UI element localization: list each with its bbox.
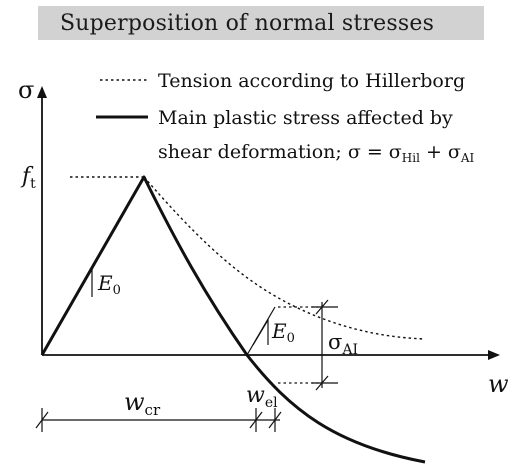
diagram-title: Superposition of normal stresses bbox=[60, 10, 435, 36]
legend-formula-plus: + σ bbox=[420, 141, 461, 163]
y-axis-label: σ bbox=[18, 76, 34, 104]
right-e0-sub: 0 bbox=[287, 331, 295, 346]
wcr-slash-left bbox=[35, 411, 49, 429]
legend-formula-sub-hil: Hil bbox=[402, 151, 420, 165]
title-bar: Superposition of normal stresses bbox=[38, 6, 484, 40]
sigma-ai-main: σ bbox=[328, 330, 342, 354]
right-e0-main: E bbox=[271, 319, 287, 343]
wcr-slash-right bbox=[249, 411, 263, 429]
left-e0-main: E bbox=[97, 271, 113, 295]
main-plastic-curve bbox=[40, 175, 426, 464]
legend-dotted-label: Tension according to Hillerborg bbox=[158, 70, 465, 92]
wcr-sub: cr bbox=[145, 401, 161, 419]
wel-main: w bbox=[246, 383, 265, 408]
left-e0-sub: 0 bbox=[113, 283, 121, 298]
ft-label-sub: t bbox=[30, 176, 36, 192]
left-e0-label: E0 bbox=[97, 271, 121, 298]
sigma-ai-slash-top bbox=[315, 299, 329, 315]
legend-formula-prefix: shear deformation; σ = σ bbox=[158, 141, 402, 163]
x-axis-label: w bbox=[488, 370, 509, 398]
wel-label: wel bbox=[246, 383, 278, 411]
wel-slash-right bbox=[268, 411, 282, 429]
wcr-main: w bbox=[124, 388, 145, 416]
ft-label: ft bbox=[20, 164, 36, 192]
sigma-ai-slash-bottom bbox=[315, 375, 329, 391]
legend-solid-label-line2: shear deformation; σ = σHil + σAI bbox=[158, 141, 475, 165]
sigma-ai-label: σAI bbox=[328, 330, 358, 358]
legend-formula-sub-ai: AI bbox=[460, 151, 475, 165]
sigma-ai-sub: AI bbox=[341, 342, 358, 358]
legend-solid-label-line1: Main plastic stress affected by bbox=[158, 107, 453, 129]
right-e0-label: E0 bbox=[271, 319, 295, 346]
wel-sub: el bbox=[265, 395, 278, 411]
right-slope-triangle bbox=[252, 317, 269, 346]
hillerborg-curve bbox=[143, 176, 426, 340]
left-slope-triangle bbox=[74, 264, 93, 298]
wcr-label: wcr bbox=[124, 388, 161, 419]
